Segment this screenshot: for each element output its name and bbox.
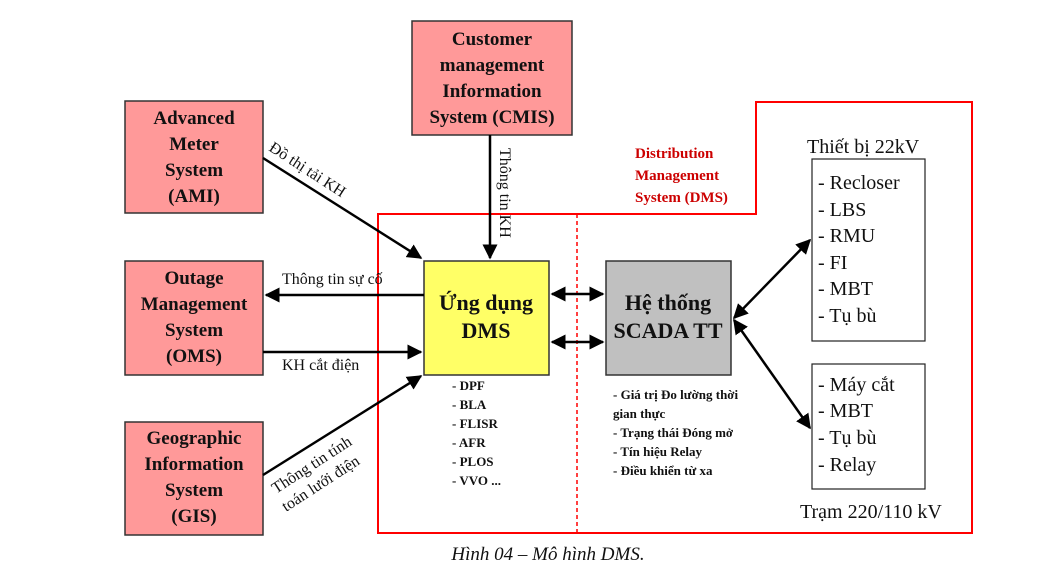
svg-text:- Điều khiển từ xa: - Điều khiển từ xa (613, 463, 713, 478)
svg-text:- FLISR: - FLISR (452, 416, 498, 431)
svg-text:Outage: Outage (164, 268, 223, 289)
devices-22kv-box: - Recloser - LBS - RMU - FI - MBT - Tụ b… (811, 158, 926, 342)
svg-text:Management: Management (141, 294, 248, 315)
arrow-ami-to-dms (262, 156, 423, 260)
dms-functions-list: - DPF - BLA - FLISR - AFR - PLOS - VVO .… (452, 378, 501, 488)
svg-text:- Relay: - Relay (818, 454, 876, 476)
svg-text:- LBS: - LBS (818, 199, 866, 221)
svg-text:System: System (165, 160, 223, 181)
svg-text:Ứng dụng: Ứng dụng (439, 290, 533, 315)
svg-text:Information: Information (442, 81, 542, 102)
svg-text:Management: Management (635, 168, 719, 184)
svg-text:- Máy cắt: - Máy cắt (818, 374, 895, 396)
dms-app-box: Ứng dụng DMS (423, 260, 550, 376)
svg-text:- Tụ bù: - Tụ bù (818, 427, 877, 449)
svg-text:- VVO ...: - VVO ... (452, 473, 501, 488)
svg-text:DMS: DMS (462, 318, 511, 343)
figure-caption: Hình 04 – Mô hình DMS. (450, 544, 644, 565)
substation-box: - Máy cắt - MBT - Tụ bù - Relay (811, 363, 926, 490)
dms-boundary (377, 101, 973, 534)
cmis-box: Customer management Information System (… (411, 20, 573, 136)
svg-text:- Giá trị Đo lường thời: - Giá trị Đo lường thời (613, 387, 739, 402)
svg-text:(AMI): (AMI) (168, 186, 220, 207)
svg-text:(OMS): (OMS) (166, 346, 222, 367)
scada-box: Hệ thống SCADA TT (605, 260, 732, 376)
svg-text:- AFR: - AFR (452, 435, 486, 450)
svg-text:- PLOS: - PLOS (452, 454, 494, 469)
svg-text:gian thực: gian thực (613, 406, 665, 421)
svg-text:Information: Information (144, 454, 244, 475)
svg-text:- Tụ bù: - Tụ bù (818, 305, 877, 327)
svg-text:Customer: Customer (452, 29, 533, 50)
oms-box: Outage Management System (OMS) (124, 260, 264, 376)
substation-label: Trạm 220/110 kV (800, 501, 942, 523)
svg-text:- MBT: - MBT (818, 400, 873, 422)
svg-text:- Recloser: - Recloser (818, 172, 900, 194)
svg-text:- FI: - FI (818, 252, 847, 274)
ami-box: Advanced Meter System (AMI) (124, 100, 264, 214)
svg-text:Hệ thống: Hệ thống (625, 290, 711, 315)
svg-text:management: management (440, 55, 545, 76)
svg-text:- RMU: - RMU (818, 225, 876, 247)
svg-text:- Tín hiệu Relay: - Tín hiệu Relay (613, 444, 702, 459)
svg-text:Advanced: Advanced (153, 108, 235, 129)
arrow-scada-substation (732, 318, 812, 430)
svg-text:System (DMS): System (DMS) (635, 190, 728, 206)
arrow-scada-devices-22kv (732, 238, 812, 320)
svg-text:- Trạng thái Đóng mở: - Trạng thái Đóng mở (613, 425, 734, 440)
label-ami-flow: Đồ thị tải KH (266, 139, 349, 201)
svg-text:- BLA: - BLA (452, 397, 487, 412)
label-oms-to-dms: KH cắt điện (282, 357, 359, 374)
svg-text:System: System (165, 480, 223, 501)
svg-text:Geographic: Geographic (147, 428, 242, 449)
svg-text:(GIS): (GIS) (171, 506, 216, 527)
svg-text:- MBT: - MBT (818, 278, 873, 300)
devices-22kv-label: Thiết bị 22kV (807, 136, 920, 158)
svg-text:Distribution: Distribution (635, 146, 714, 162)
gis-box: Geographic Information System (GIS) (124, 421, 264, 536)
label-dms-to-oms: Thông tin sự cố (282, 271, 383, 288)
label-cmis-flow: Thông tin KH (496, 148, 513, 238)
dms-boundary-title: Distribution Management System (DMS) (635, 146, 728, 206)
svg-text:System: System (165, 320, 223, 341)
svg-text:SCADA TT: SCADA TT (613, 318, 722, 343)
scada-data-list: - Giá trị Đo lường thời gian thực - Trạn… (613, 387, 739, 478)
svg-text:- DPF: - DPF (452, 378, 485, 393)
svg-text:Meter: Meter (169, 134, 219, 155)
svg-text:System (CMIS): System (CMIS) (429, 107, 554, 128)
arrow-gis-to-dms (262, 374, 423, 477)
